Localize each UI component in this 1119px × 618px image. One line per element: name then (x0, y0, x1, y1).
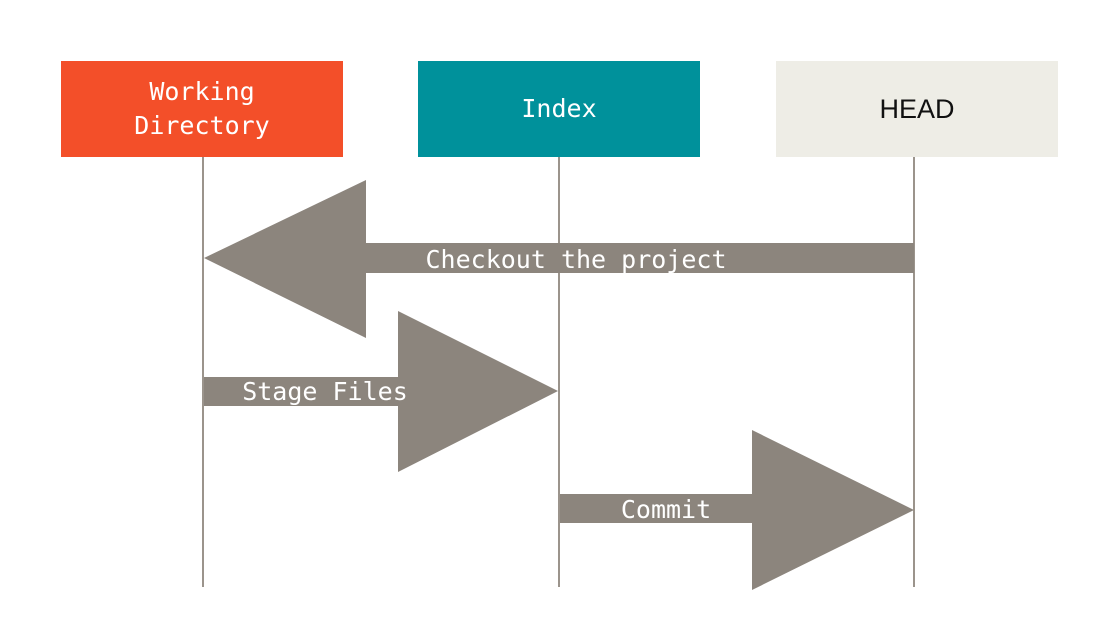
checkout-arrow-shape (204, 180, 914, 338)
working-directory-box: Working Directory (61, 61, 343, 157)
working-directory-label: Working Directory (134, 77, 270, 140)
stage-files-arrow-shape (204, 311, 558, 472)
commit-arrow-label: Commit (621, 495, 711, 524)
index-label: Index (521, 94, 597, 123)
head-lifeline (913, 157, 915, 587)
index-lifeline (558, 157, 560, 587)
commit-arrow-shape (560, 430, 914, 590)
stage-files-arrow-label: Stage Files (242, 377, 408, 406)
index-box: Index (418, 61, 700, 157)
working-directory-lifeline (202, 157, 204, 587)
checkout-arrow: Checkout the project (204, 180, 914, 338)
head-box: HEAD (776, 61, 1058, 157)
commit-arrow: Commit (560, 430, 914, 590)
head-label: HEAD (879, 94, 955, 124)
checkout-arrow-label: Checkout the project (425, 245, 726, 274)
stage-files-arrow: Stage Files (204, 311, 558, 472)
